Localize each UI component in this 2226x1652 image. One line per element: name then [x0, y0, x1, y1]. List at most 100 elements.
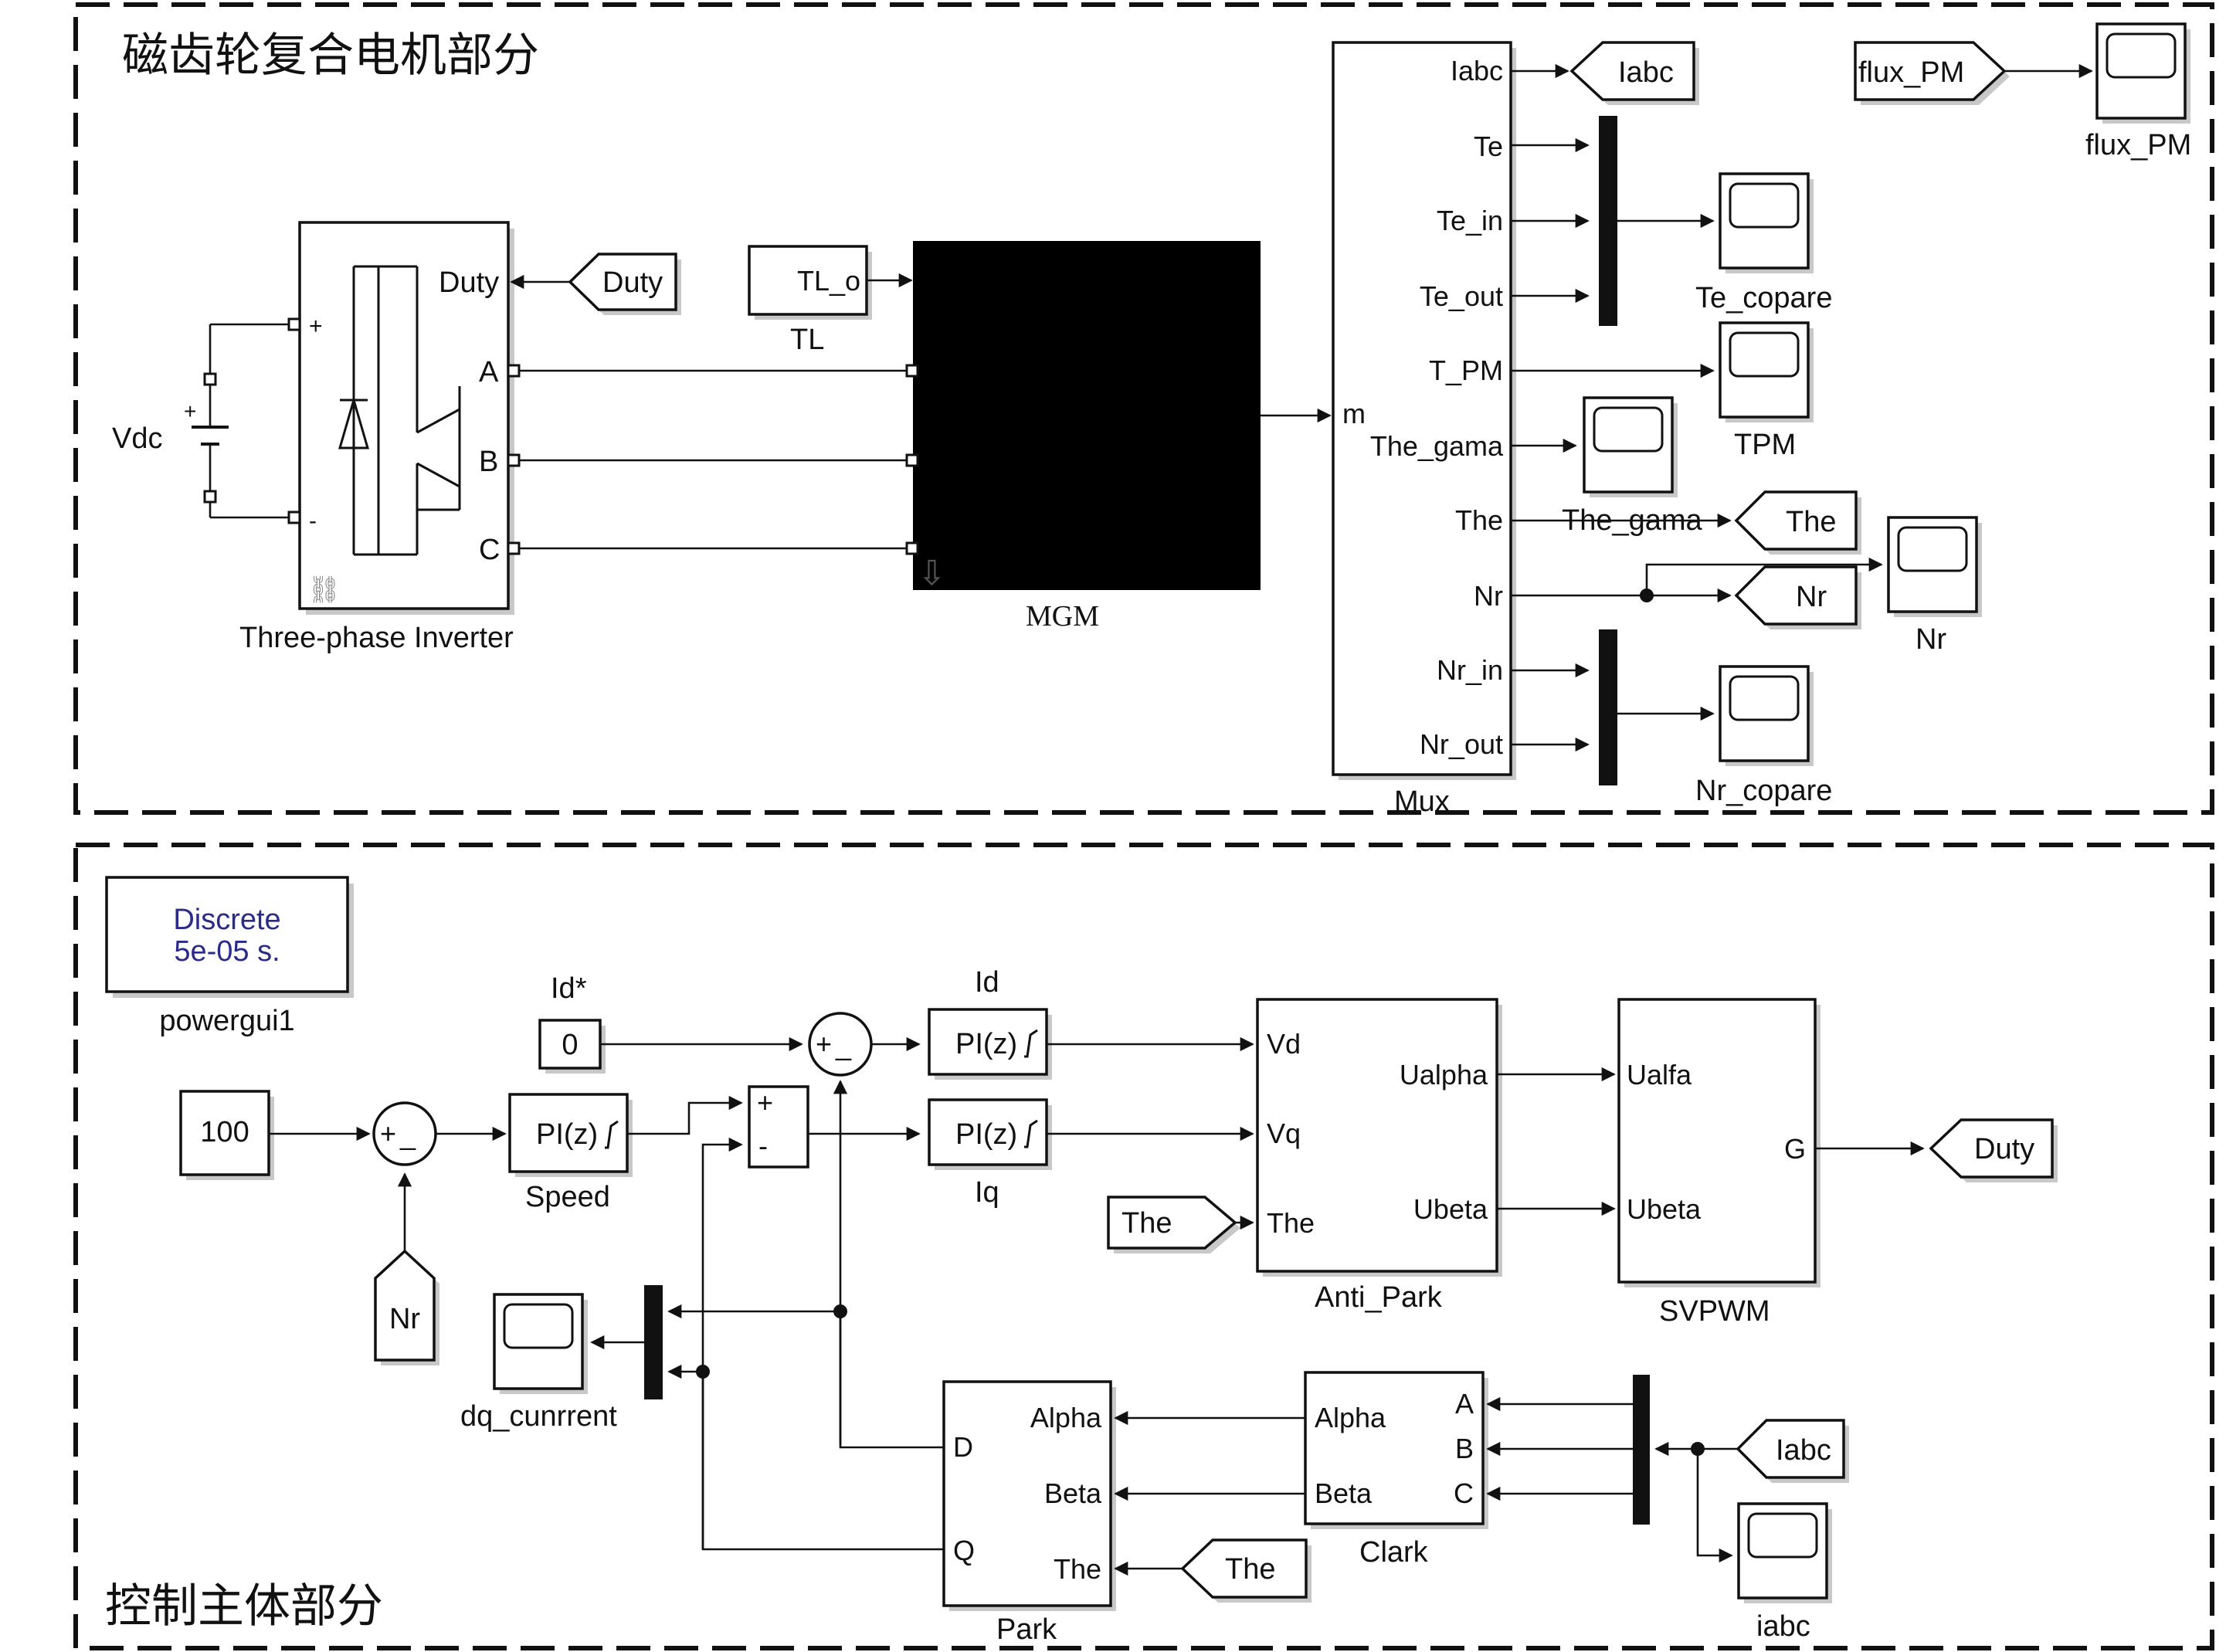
svpwm-ualfa: Ualfa: [1627, 1059, 1692, 1091]
inverter-port-duty: Duty: [439, 266, 499, 299]
bus-output-the-gama: The_gama: [1370, 430, 1504, 462]
nr-goto-block[interactable]: Nr: [1734, 565, 1861, 629]
speed-ref-value: 100: [200, 1116, 249, 1148]
dc-source-plus: +: [184, 399, 196, 423]
bus-output-nr-out: Nr_out: [1420, 728, 1503, 760]
iabc-scope-label: iabc: [1756, 1610, 1810, 1643]
te-copare-scope-label: Te_copare: [1695, 282, 1832, 314]
the-gama-scope[interactable]: [1583, 396, 1678, 497]
the-from-block-2[interactable]: The: [1180, 1538, 1312, 1603]
bus-output-nr: Nr: [1474, 580, 1503, 612]
park-block[interactable]: D Q Alpha Beta The: [942, 1380, 1116, 1611]
powergui-line1: Discrete: [173, 904, 280, 936]
clark-b: B: [1455, 1433, 1474, 1464]
mgm-block[interactable]: ⇩: [905, 241, 1261, 592]
clark-a: A: [1455, 1388, 1474, 1420]
park-label: Park: [996, 1613, 1057, 1646]
park-q: Q: [953, 1535, 975, 1566]
anti-park-vq: Vq: [1267, 1118, 1301, 1149]
the-from-label-1: The: [1121, 1207, 1172, 1240]
speed-sum-plus: +: [380, 1118, 396, 1149]
bottom-section-frame: [73, 843, 2214, 1650]
dc-voltage-source[interactable]: + Vdc: [112, 323, 294, 519]
tpm-scope[interactable]: [1719, 321, 1814, 422]
flux-pm-from-block[interactable]: flux_PM: [1854, 41, 2010, 105]
bus-selector-label: Mux: [1394, 785, 1450, 818]
inverter-port-b: B: [479, 446, 498, 478]
anti-park-block[interactable]: Vd Vq The Ualpha Ubeta: [1256, 998, 1502, 1277]
nr-mux-bar[interactable]: [1599, 629, 1617, 785]
the-from-block-1[interactable]: The: [1107, 1196, 1240, 1253]
speed-pi-controller[interactable]: PI(z): [508, 1093, 633, 1177]
te-copare-scope[interactable]: [1719, 172, 1814, 273]
id-pi-label: Id: [975, 966, 999, 999]
id-ref-label: Id*: [551, 972, 587, 1005]
iq-pi-controller[interactable]: PI(z): [928, 1098, 1052, 1170]
iabc-goto-label: Iabc: [1618, 56, 1674, 89]
three-phase-inverter-block[interactable]: + - Duty A B C ⛓: [287, 221, 521, 615]
bus-output-te: Te: [1474, 131, 1503, 162]
nr-copare-scope-label: Nr_copare: [1695, 775, 1832, 807]
inverter-port-a: A: [479, 356, 499, 388]
abc-demux-bar[interactable]: [1633, 1375, 1650, 1525]
mgm-down-arrow-icon: ⇩: [918, 555, 946, 592]
svpwm-block[interactable]: Ualfa Ubeta G: [1617, 998, 1821, 1287]
inverter-label: Three-phase Inverter: [239, 622, 514, 654]
link-icon: ⛓: [307, 575, 341, 605]
speed-error-sum[interactable]: + _: [372, 1101, 437, 1166]
park-beta: Beta: [1044, 1477, 1102, 1509]
iabc-from-block[interactable]: Iabc: [1736, 1419, 1849, 1483]
inverter-port-plus: +: [309, 314, 323, 339]
the-goto-block[interactable]: The: [1734, 490, 1861, 555]
te-mux-bar[interactable]: [1599, 116, 1617, 326]
flux-pm-from-label: flux_PM: [1858, 56, 1964, 89]
top-section-title: 磁齿轮复合电机部分: [122, 29, 539, 83]
nr-from-block[interactable]: Nr: [374, 1249, 439, 1365]
duty-from-label: Duty: [602, 266, 663, 299]
flux-pm-scope[interactable]: [2095, 22, 2190, 124]
park-d: D: [953, 1431, 973, 1463]
speed-ref-constant[interactable]: 100: [179, 1090, 274, 1180]
powergui-label: powergui1: [159, 1005, 294, 1037]
id-error-sum[interactable]: + _: [808, 1012, 873, 1077]
anti-park-the: The: [1267, 1207, 1315, 1239]
inverter-port-c: C: [479, 534, 500, 566]
clark-block[interactable]: Alpha Beta A B C: [1304, 1371, 1488, 1529]
powergui-line2: 5e-05 s.: [174, 935, 280, 968]
flux-pm-scope-label: flux_PM: [2085, 129, 2191, 161]
bus-output-te-out: Te_out: [1420, 280, 1503, 312]
dq-current-scope-label: dq_cunrrent: [460, 1400, 617, 1433]
park-alpha: Alpha: [1030, 1402, 1102, 1433]
nr-copare-scope[interactable]: [1719, 665, 1814, 766]
the-goto-label: The: [1786, 506, 1836, 538]
iq-pi-text: PI(z): [955, 1118, 1017, 1151]
tl-constant-value: TL_o: [797, 265, 860, 297]
nr-scope[interactable]: [1887, 516, 1982, 617]
bus-selector-block[interactable]: m Iabc Te Te_in Te_out T_PM The_gama The…: [1332, 41, 1516, 780]
tl-constant-block[interactable]: TL_o: [748, 245, 872, 320]
iabc-scope[interactable]: [1737, 1502, 1832, 1603]
iq-error-sum[interactable]: + -: [748, 1085, 809, 1169]
top-section-frame: [73, 2, 2214, 815]
bottom-section-title: 控制主体部分: [105, 1579, 383, 1633]
speed-pi-text: PI(z): [536, 1118, 598, 1151]
dq-current-scope[interactable]: [493, 1293, 588, 1394]
duty-from-block[interactable]: Duty: [568, 253, 681, 315]
iabc-from-label: Iabc: [1776, 1434, 1831, 1467]
mgm-label: MGM: [1026, 600, 1099, 633]
clark-alpha: Alpha: [1315, 1402, 1386, 1433]
id-ref-constant[interactable]: 0: [538, 1019, 606, 1074]
id-pi-controller[interactable]: PI(z): [928, 1008, 1052, 1080]
dq-mux-bar[interactable]: [644, 1285, 663, 1399]
bus-selector-input: m: [1342, 398, 1366, 429]
inverter-port-minus: -: [309, 508, 317, 534]
anti-park-label: Anti_Park: [1315, 1281, 1443, 1314]
powergui-block[interactable]: Discrete 5e-05 s.: [105, 876, 354, 998]
bus-output-te-in: Te_in: [1437, 205, 1503, 236]
iabc-goto-block[interactable]: Iabc: [1569, 41, 1699, 105]
park-the: The: [1054, 1553, 1101, 1585]
id-sum-plus: +: [816, 1028, 832, 1060]
dc-source-label: Vdc: [112, 422, 162, 455]
svpwm-g: G: [1784, 1133, 1806, 1165]
duty-goto-block[interactable]: Duty: [1929, 1118, 2058, 1182]
